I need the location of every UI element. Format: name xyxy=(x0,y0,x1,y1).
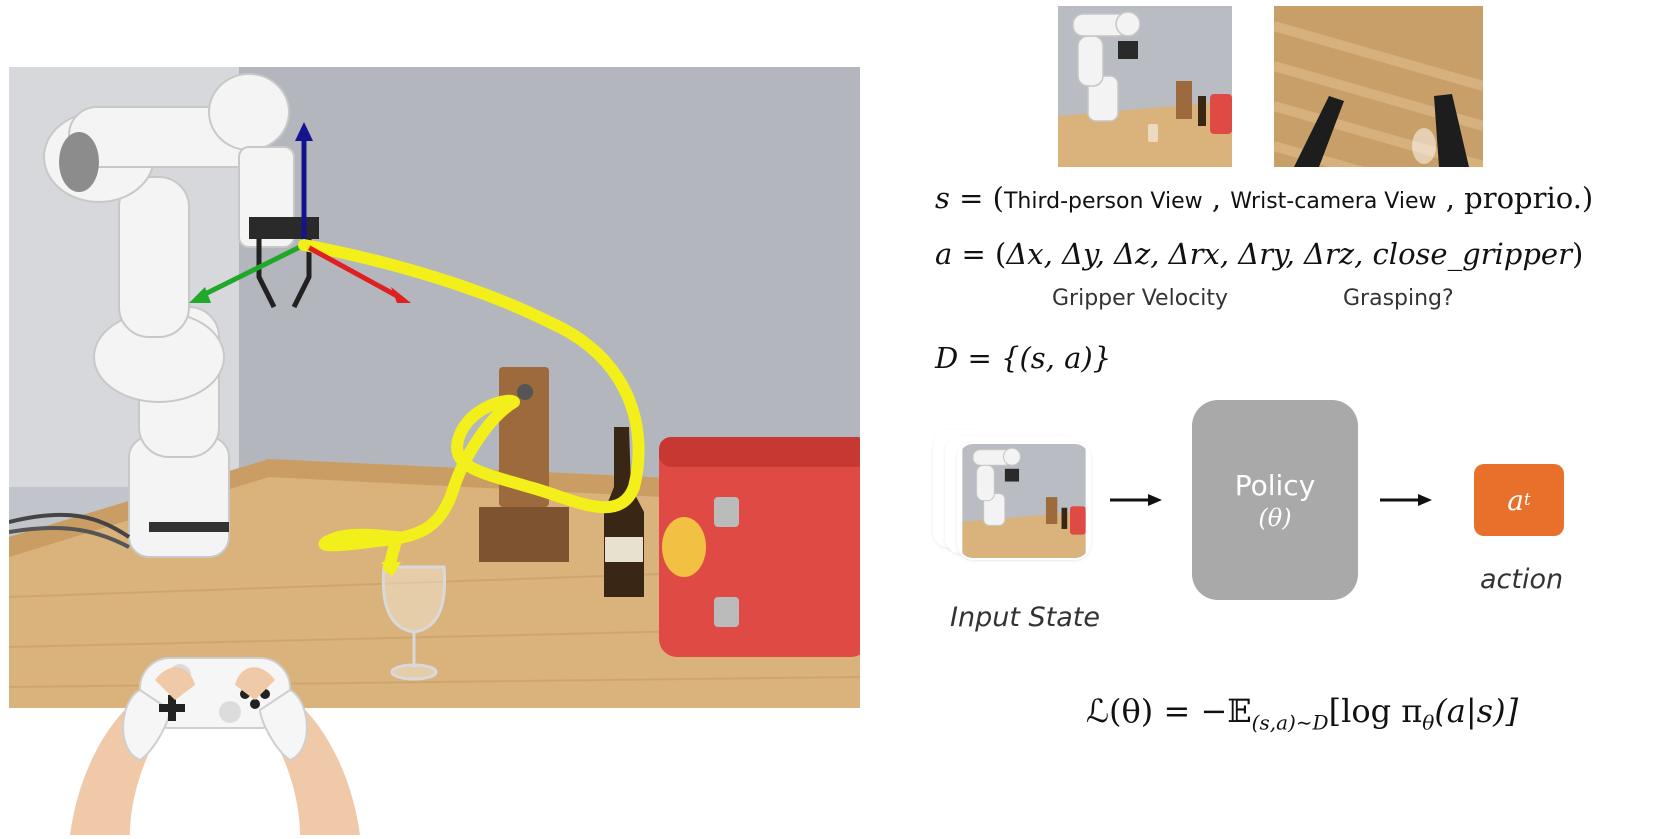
action-terms: Δx, Δy, Δz, Δrx, Δry, Δrz, close_gripper xyxy=(1006,237,1572,271)
third-person-view-label: Third-person View xyxy=(1003,189,1203,214)
arrow-right-icon xyxy=(1110,494,1162,506)
loss-log-pi: [log π xyxy=(1328,692,1423,730)
arrow-right-icon xyxy=(1380,494,1432,506)
policy-param: (θ) xyxy=(1258,503,1292,532)
loss-equation: ℒ(θ) = −𝔼(s,a)∼D[log πθ(a|s)] xyxy=(1086,692,1518,734)
grasping-caption: Grasping? xyxy=(1343,286,1454,311)
state-sep-2: , xyxy=(1436,181,1465,215)
action-definition: a = (Δx, Δy, Δz, Δrx, Δry, Δrz, close_gr… xyxy=(935,237,1583,271)
wrist-camera-view-thumbnail xyxy=(1274,6,1483,167)
robot-scene-photo xyxy=(9,67,860,708)
loss-lhs: ℒ(θ) = −𝔼 xyxy=(1086,692,1252,730)
action-symbol: a xyxy=(935,237,953,271)
action-output-subscript: t xyxy=(1523,490,1531,510)
action-equals: = ( xyxy=(952,237,1007,271)
dataset-definition: D = {(s, a)} xyxy=(935,341,1111,375)
state-equals: = ( xyxy=(949,181,1004,215)
trajectory-path xyxy=(298,239,645,573)
action-caption: action xyxy=(1480,564,1564,595)
dataset-rhs: = {(s, a)} xyxy=(958,341,1112,375)
policy-box: Policy (θ) xyxy=(1192,400,1358,600)
state-symbol: s xyxy=(935,181,950,215)
loss-pi-subscript: θ xyxy=(1422,710,1435,735)
state-sep-1: , xyxy=(1202,181,1231,215)
gamepad-controller-image xyxy=(60,640,370,835)
loss-expectation-subscript: (s,a)∼D xyxy=(1251,710,1329,735)
gripper-velocity-caption: Gripper Velocity xyxy=(1052,286,1229,311)
wrist-camera-view-label: Wrist-camera View xyxy=(1230,189,1437,214)
dataset-symbol: D xyxy=(935,341,959,375)
third-person-view-thumbnail xyxy=(1058,6,1232,167)
input-frame xyxy=(959,444,1089,558)
policy-label: Policy xyxy=(1234,468,1316,502)
end-effector-axes xyxy=(189,122,411,303)
loss-rest: (a|s)] xyxy=(1434,692,1519,730)
input-state-stack xyxy=(935,432,1095,572)
action-close: ) xyxy=(1571,237,1584,271)
input-state-caption: Input State xyxy=(950,602,1100,633)
proprio-label: proprio.) xyxy=(1464,181,1594,215)
action-output-symbol: a xyxy=(1507,483,1524,517)
state-definition: s = (Third-person View , Wrist-camera Vi… xyxy=(935,181,1593,215)
